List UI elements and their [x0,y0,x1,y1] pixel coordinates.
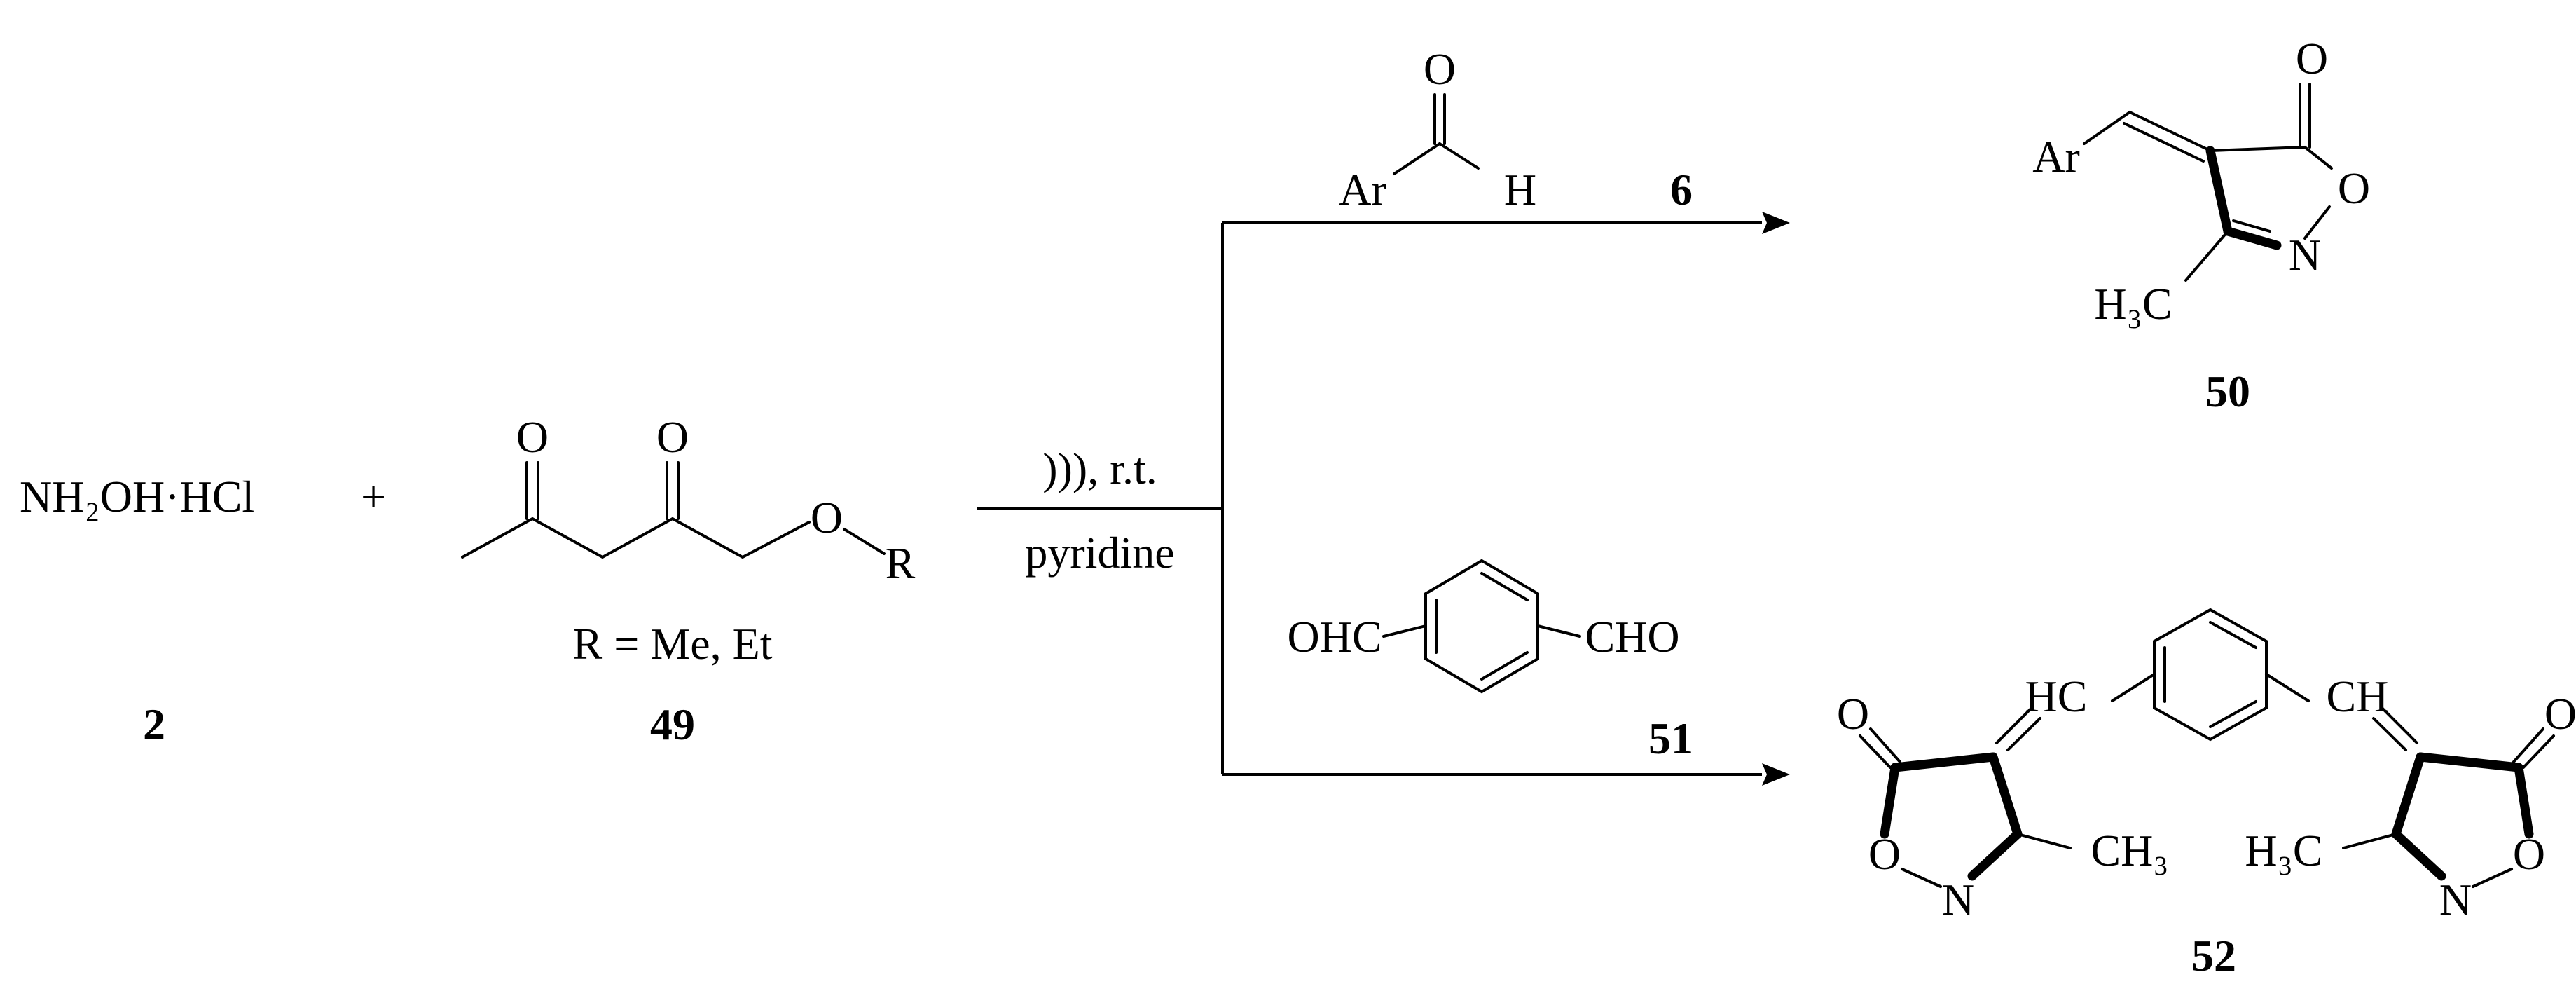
product-52-left-carbonyl-oxygen: O [1837,689,1869,739]
compound-51-number: 51 [1648,713,1693,763]
product-52-left-hc: HC [2025,671,2088,721]
aldehyde-6-h: H [1504,165,1536,214]
product-50-methyl: H₃C [2094,279,2172,329]
compound-50-number: 50 [2205,367,2250,416]
product-52-right-ring-oxygen: O [2513,829,2545,879]
compound-51-cho: CHO [1585,612,1679,662]
aldehyde-6-structure [1393,93,1480,175]
product-52-right-methyl: H₃C [2245,826,2322,875]
compound-49-number: 49 [650,699,695,749]
product-52-left-ring-oxygen: O [1868,829,1901,879]
condition-ultrasound-rt: ))), r.t. [1042,444,1157,493]
product-50-ring-oxygen: O [2338,163,2370,213]
product-50-ar: Ar [2032,132,2080,182]
plus-sign: + [361,472,386,521]
compound-52-number: 52 [2191,931,2236,980]
upper-arrow-head [1762,212,1790,234]
compound-49-ether-oxygen: O [811,493,843,542]
product-52-structure [1859,608,2555,888]
aldehyde-6-oxygen: O [1424,44,1456,94]
condition-pyridine: pyridine [1025,528,1174,578]
compound-49-structure [461,461,886,559]
compound-2-number: 2 [143,699,165,749]
product-52-right-carbonyl-oxygen: O [2544,689,2576,739]
r-definition: R = Me, Et [573,619,773,669]
product-50-structure [2083,83,2333,282]
compound-49-oxygen-1: O [516,412,549,462]
terephthalaldehyde-51-structure [1382,559,1581,694]
lower-arrow-head [1762,763,1790,786]
product-52-right-nitrogen: N [2439,875,2472,924]
compound-51-ohc: OHC [1287,612,1382,662]
product-50-nitrogen: N [2289,230,2321,280]
compound-49-r-group: R [886,538,916,588]
compound-49-oxygen-2: O [656,412,689,462]
product-52-left-nitrogen: N [1942,875,1974,924]
compound-6-number: 6 [1670,165,1693,214]
product-50-carbonyl-oxygen: O [2296,34,2328,83]
aldehyde-6-ar: Ar [1339,165,1386,214]
product-52-left-methyl: CH₃ [2091,826,2168,875]
hydroxylamine-label: NH₂OH·HCl [20,472,254,521]
product-52-right-ch: CH [2327,671,2389,721]
